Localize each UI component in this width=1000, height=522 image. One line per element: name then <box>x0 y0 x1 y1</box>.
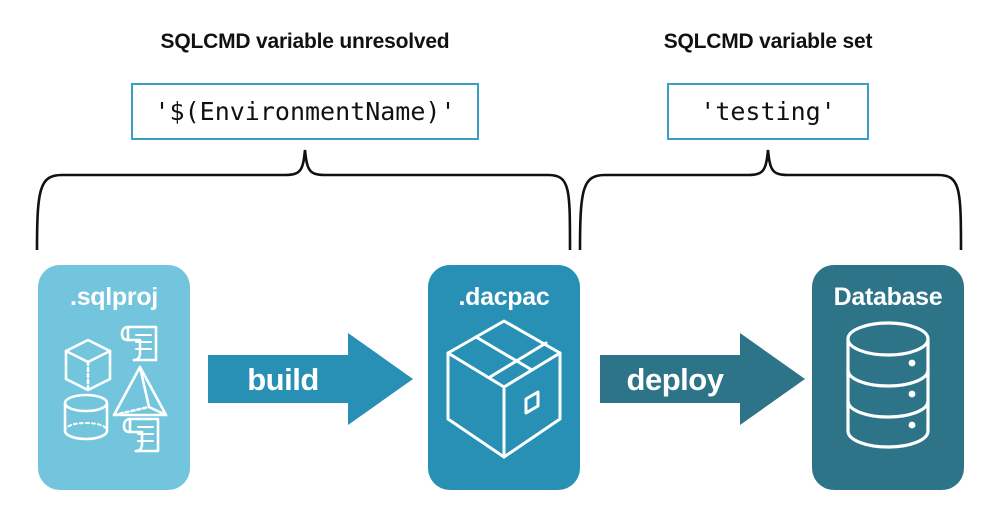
annotation-value-box-deploy: 'testing' <box>667 83 869 140</box>
brace-group <box>35 149 963 250</box>
cube-icon <box>64 338 112 392</box>
node-dacpac-label: .dacpac <box>458 283 550 311</box>
node-database-art <box>812 315 964 457</box>
pyramid-icon <box>112 365 168 417</box>
node-dacpac[interactable]: .dacpac <box>428 265 580 490</box>
annotation-heading-build: SQLCMD variable unresolved <box>160 30 450 53</box>
brace-deploy <box>578 149 963 250</box>
annotation-heading-deploy: SQLCMD variable set <box>663 30 873 53</box>
node-sqlproj-art <box>38 315 190 455</box>
brace-build <box>35 149 572 250</box>
scroll-icon <box>122 417 160 453</box>
annotation-value-box-build: '$(EnvironmentName)' <box>131 83 479 140</box>
node-database[interactable]: Database <box>812 265 964 490</box>
node-sqlproj-label: .sqlproj <box>70 283 158 311</box>
node-dacpac-art <box>428 315 580 463</box>
node-database-label: Database <box>833 283 943 311</box>
package-box-icon <box>446 319 562 459</box>
cylinder-icon <box>63 393 109 441</box>
database-cylinder-icon <box>846 321 930 449</box>
node-sqlproj[interactable]: .sqlproj <box>38 265 190 490</box>
arrow-deploy <box>600 333 805 425</box>
scroll-icon <box>120 325 158 362</box>
arrow-build <box>208 333 413 425</box>
